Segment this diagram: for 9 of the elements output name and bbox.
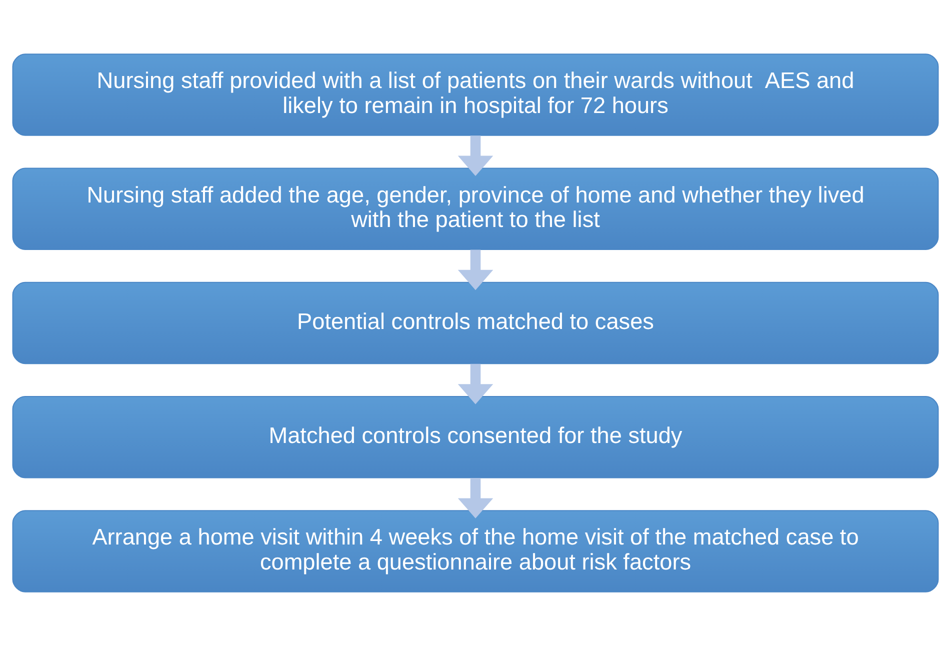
arrow: [458, 250, 494, 290]
node-box: Nursing staff added the age, gender, province of home and whether they lived with the patient to the list: [12, 168, 939, 250]
node-box: Matched controls consented for the study: [12, 396, 939, 478]
arrow: [458, 478, 494, 518]
node-box: Nursing staff provided with a list of patients on their wards without AES and likely to remain in hospital for 72 hours: [12, 54, 939, 136]
arrow: [458, 136, 494, 176]
node-box: Potential controls matched to cases: [12, 282, 939, 364]
node-box: Arrange a home visit within 4 weeks of the home visit of the matched case to complete a questionnaire about risk factors: [12, 510, 939, 592]
arrow: [458, 364, 494, 404]
